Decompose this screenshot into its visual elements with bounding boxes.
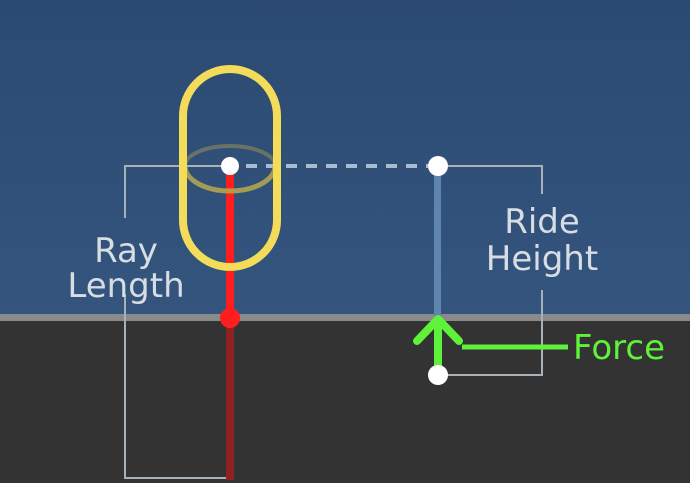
ride-height-label-line1: Ride (504, 202, 580, 242)
ground-contact-point (428, 365, 448, 385)
capsule-ring-back (183, 144, 277, 167)
ground-surface-line (0, 314, 690, 321)
ride-height-label-line2: Height (486, 239, 598, 279)
force-label: Force (573, 328, 665, 368)
capsule-outline (179, 65, 281, 271)
ride-height-line (434, 166, 441, 318)
ray-hit-point (220, 308, 240, 328)
sky-background (0, 0, 690, 318)
ride-height-bracket (438, 165, 543, 376)
capsule-ring-front (182, 165, 278, 194)
ray-origin-point (221, 157, 239, 175)
ray-length-label-line2: Length (67, 266, 184, 306)
ray-segment (226, 166, 234, 318)
ray-length-label-line1: Ray (94, 231, 158, 271)
ray-length-bracket (124, 165, 230, 479)
ground-area (0, 318, 690, 483)
ride-height-top-point (428, 156, 448, 176)
ray-segment-below-ground (226, 318, 234, 480)
